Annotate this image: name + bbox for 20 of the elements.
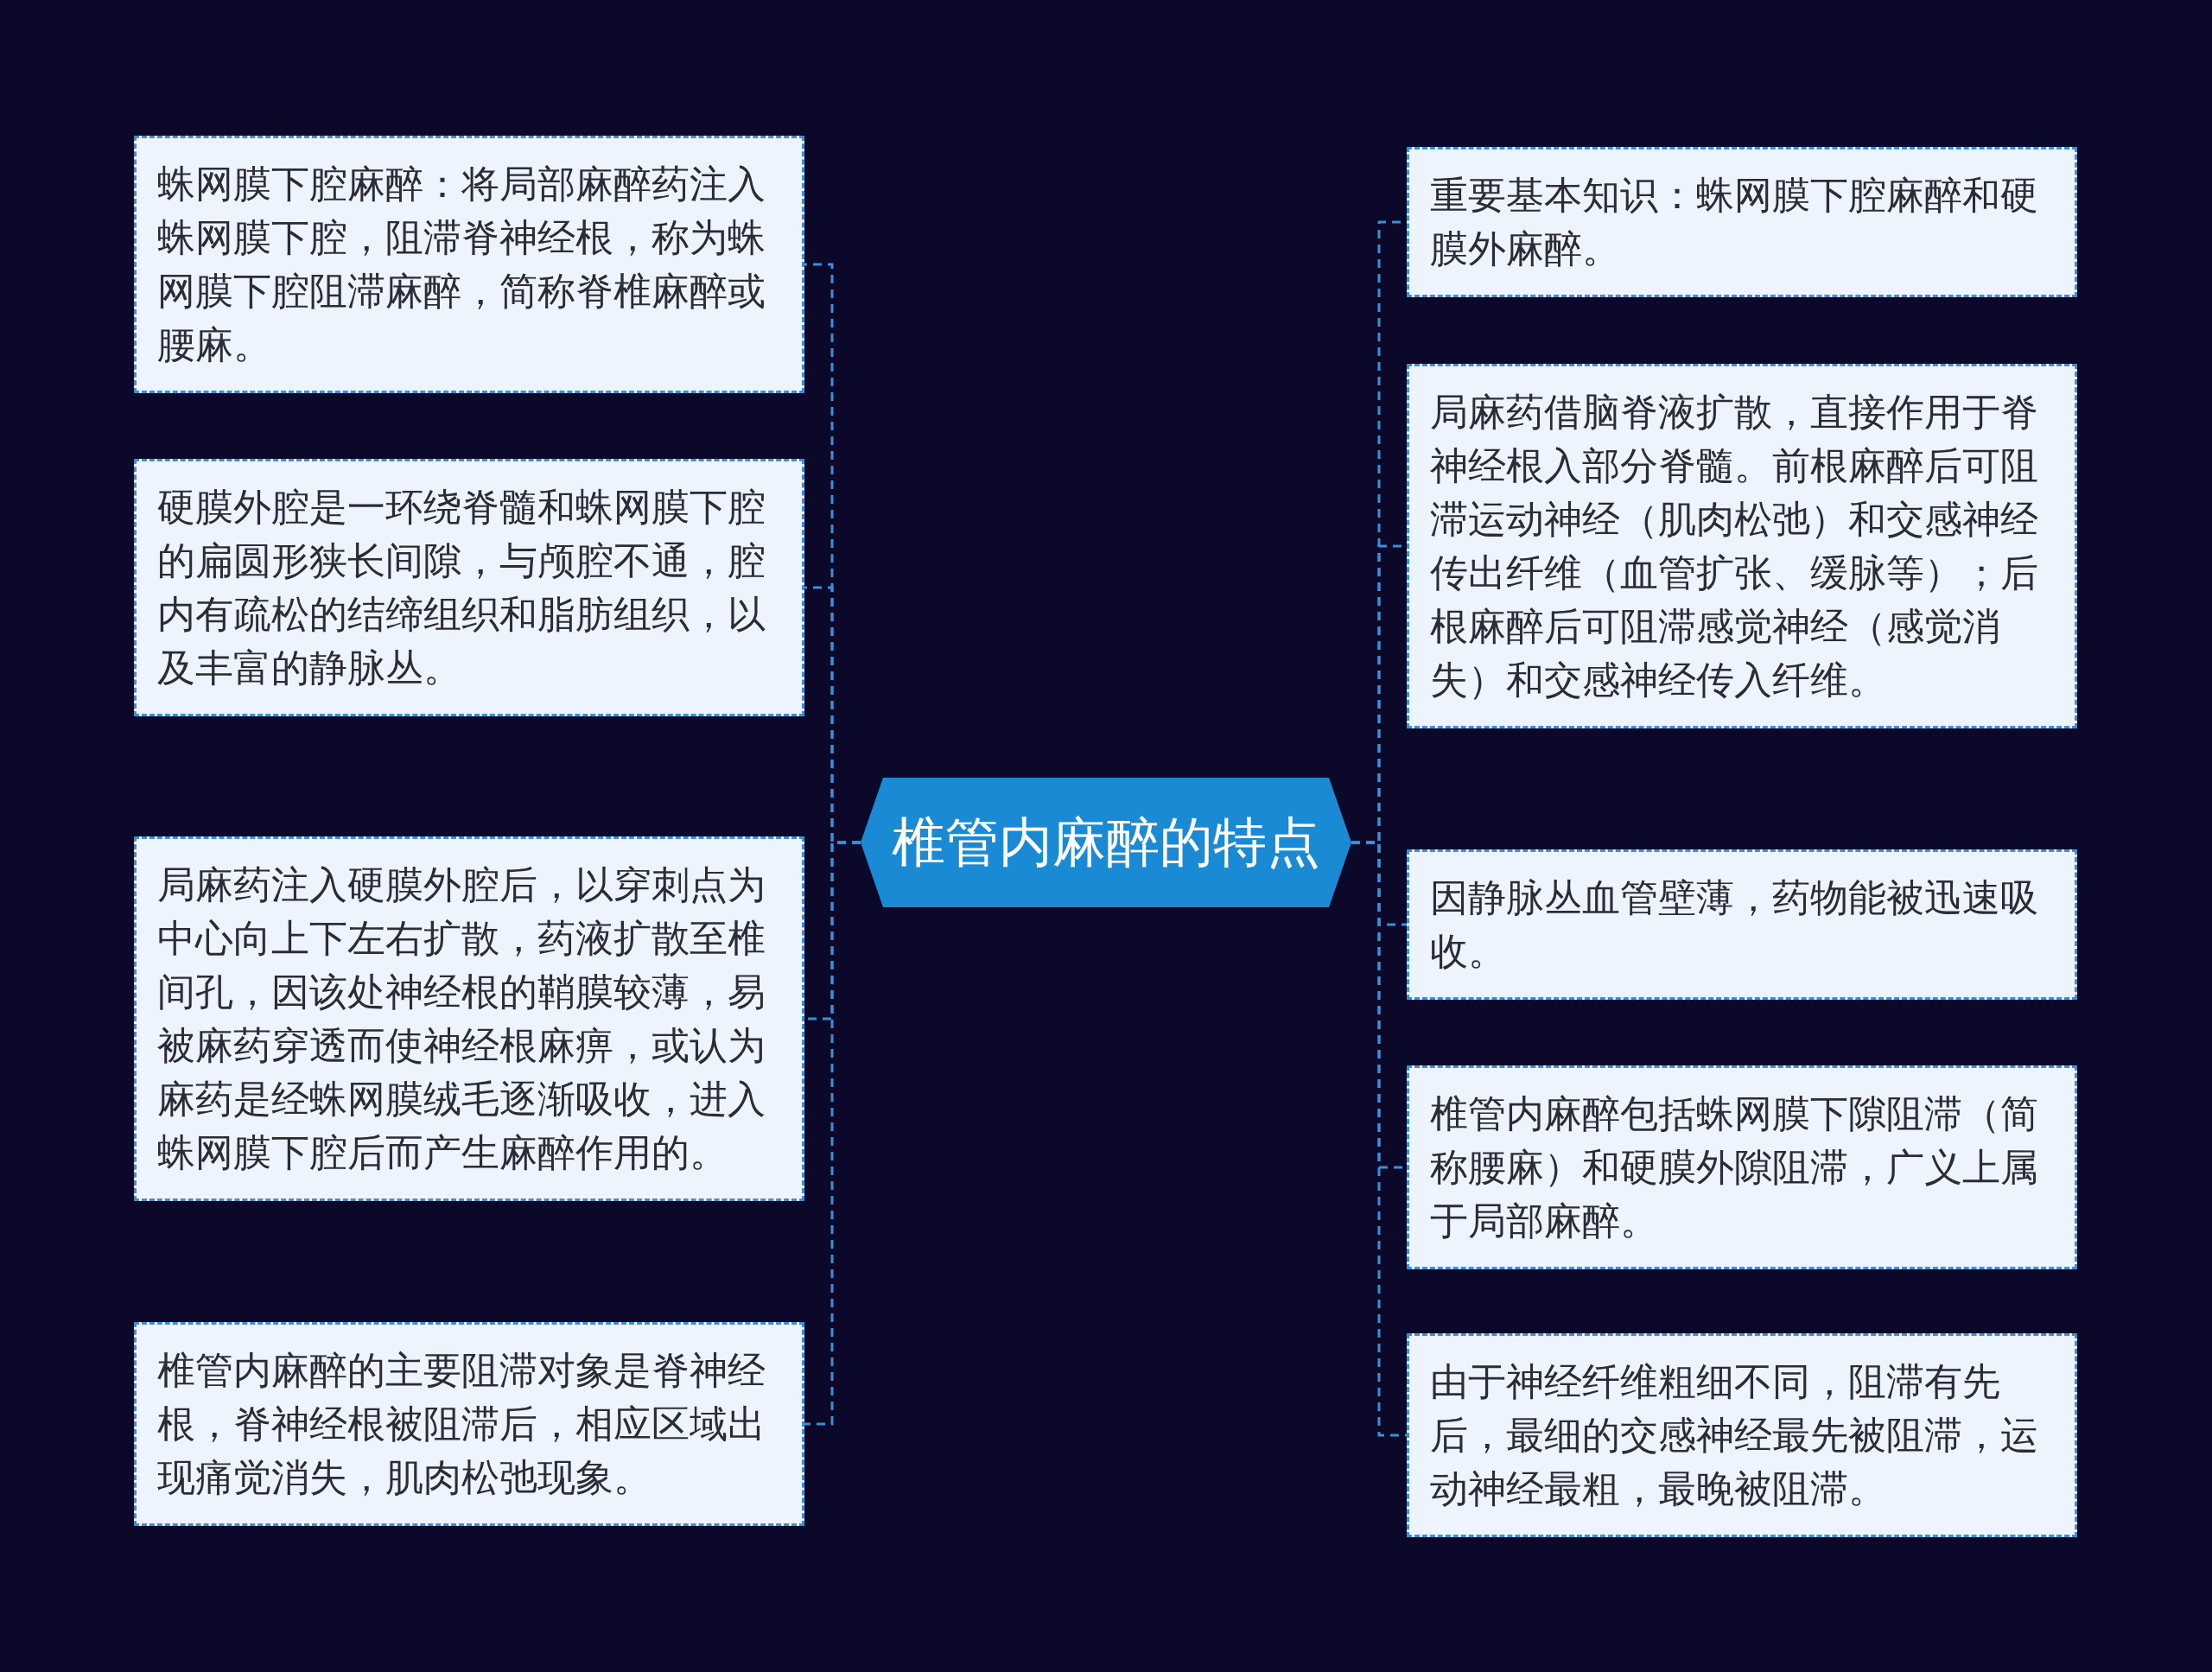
text-card xyxy=(1407,1065,2077,1269)
note-text: 重要基本知识：蛛网膜下腔麻醉和硬膜外麻醉。 xyxy=(1430,172,2039,272)
text-card xyxy=(134,459,804,716)
note-text: 硬膜外腔是一环绕脊髓和蛛网膜下腔的扁圆形狭长间隙，与颅腔不通，腔内有疏松的结缔组织和脂肪组织，以及丰富的静脉丛。 xyxy=(157,484,766,691)
text-card xyxy=(1407,1333,2077,1537)
text-card xyxy=(134,136,804,393)
note-text: 因静脉丛血管壁薄，药物能被迅速吸收。 xyxy=(1430,874,2039,975)
connector-line xyxy=(804,841,861,1426)
note-text: 椎管内麻醉包括蛛网膜下隙阻滞（简称腰麻）和硬膜外隙阻滞，广义上属于局部麻醉。 xyxy=(1430,1090,2039,1244)
note-text: 局麻药借脑脊液扩散，直接作用于脊神经根入部分脊髓。前根麻醉后可阻滞运动神经（肌肉松弛）和交感神经传出纤维（血管扩张、缓脉等）；后根麻醉后可阻滞感觉神经（感觉消失）和交感神经传入纤维。 xyxy=(1430,389,2039,703)
text-card xyxy=(134,1322,804,1526)
note-text: 局麻药注入硬膜外腔后，以穿刺点为中心向上下左右扩散，药液扩散至椎间孔，因该处神经根的鞘膜较薄，易被麻药穿透而使神经根麻痹，或认为麻药是经蛛网膜绒毛逐渐吸收，进入蛛网膜下腔后而产生麻醉作用的。 xyxy=(157,861,766,1176)
note-text: 由于神经纤维粗细不同，阻滞有先后，最细的交感神经最先被阻滞，运动神经最粗，最晚被阻滞。 xyxy=(1430,1358,2039,1512)
text-card xyxy=(1407,849,2077,1000)
text-card xyxy=(134,836,804,1201)
text-card xyxy=(1407,364,2077,728)
text-card xyxy=(1407,147,2077,297)
note-text: 椎管内麻醉的主要阻滞对象是脊神经根，脊神经根被阻滞后，相应区域出现痛觉消失，肌肉松弛现象。 xyxy=(157,1347,766,1501)
note-text: 蛛网膜下腔麻醉：将局部麻醉药注入蛛网膜下腔，阻滞脊神经根，称为蛛网膜下腔阻滞麻醉，简称脊椎麻醉或腰麻。 xyxy=(157,161,766,368)
central-topic: 椎管内麻醉的特点 xyxy=(892,810,1320,875)
